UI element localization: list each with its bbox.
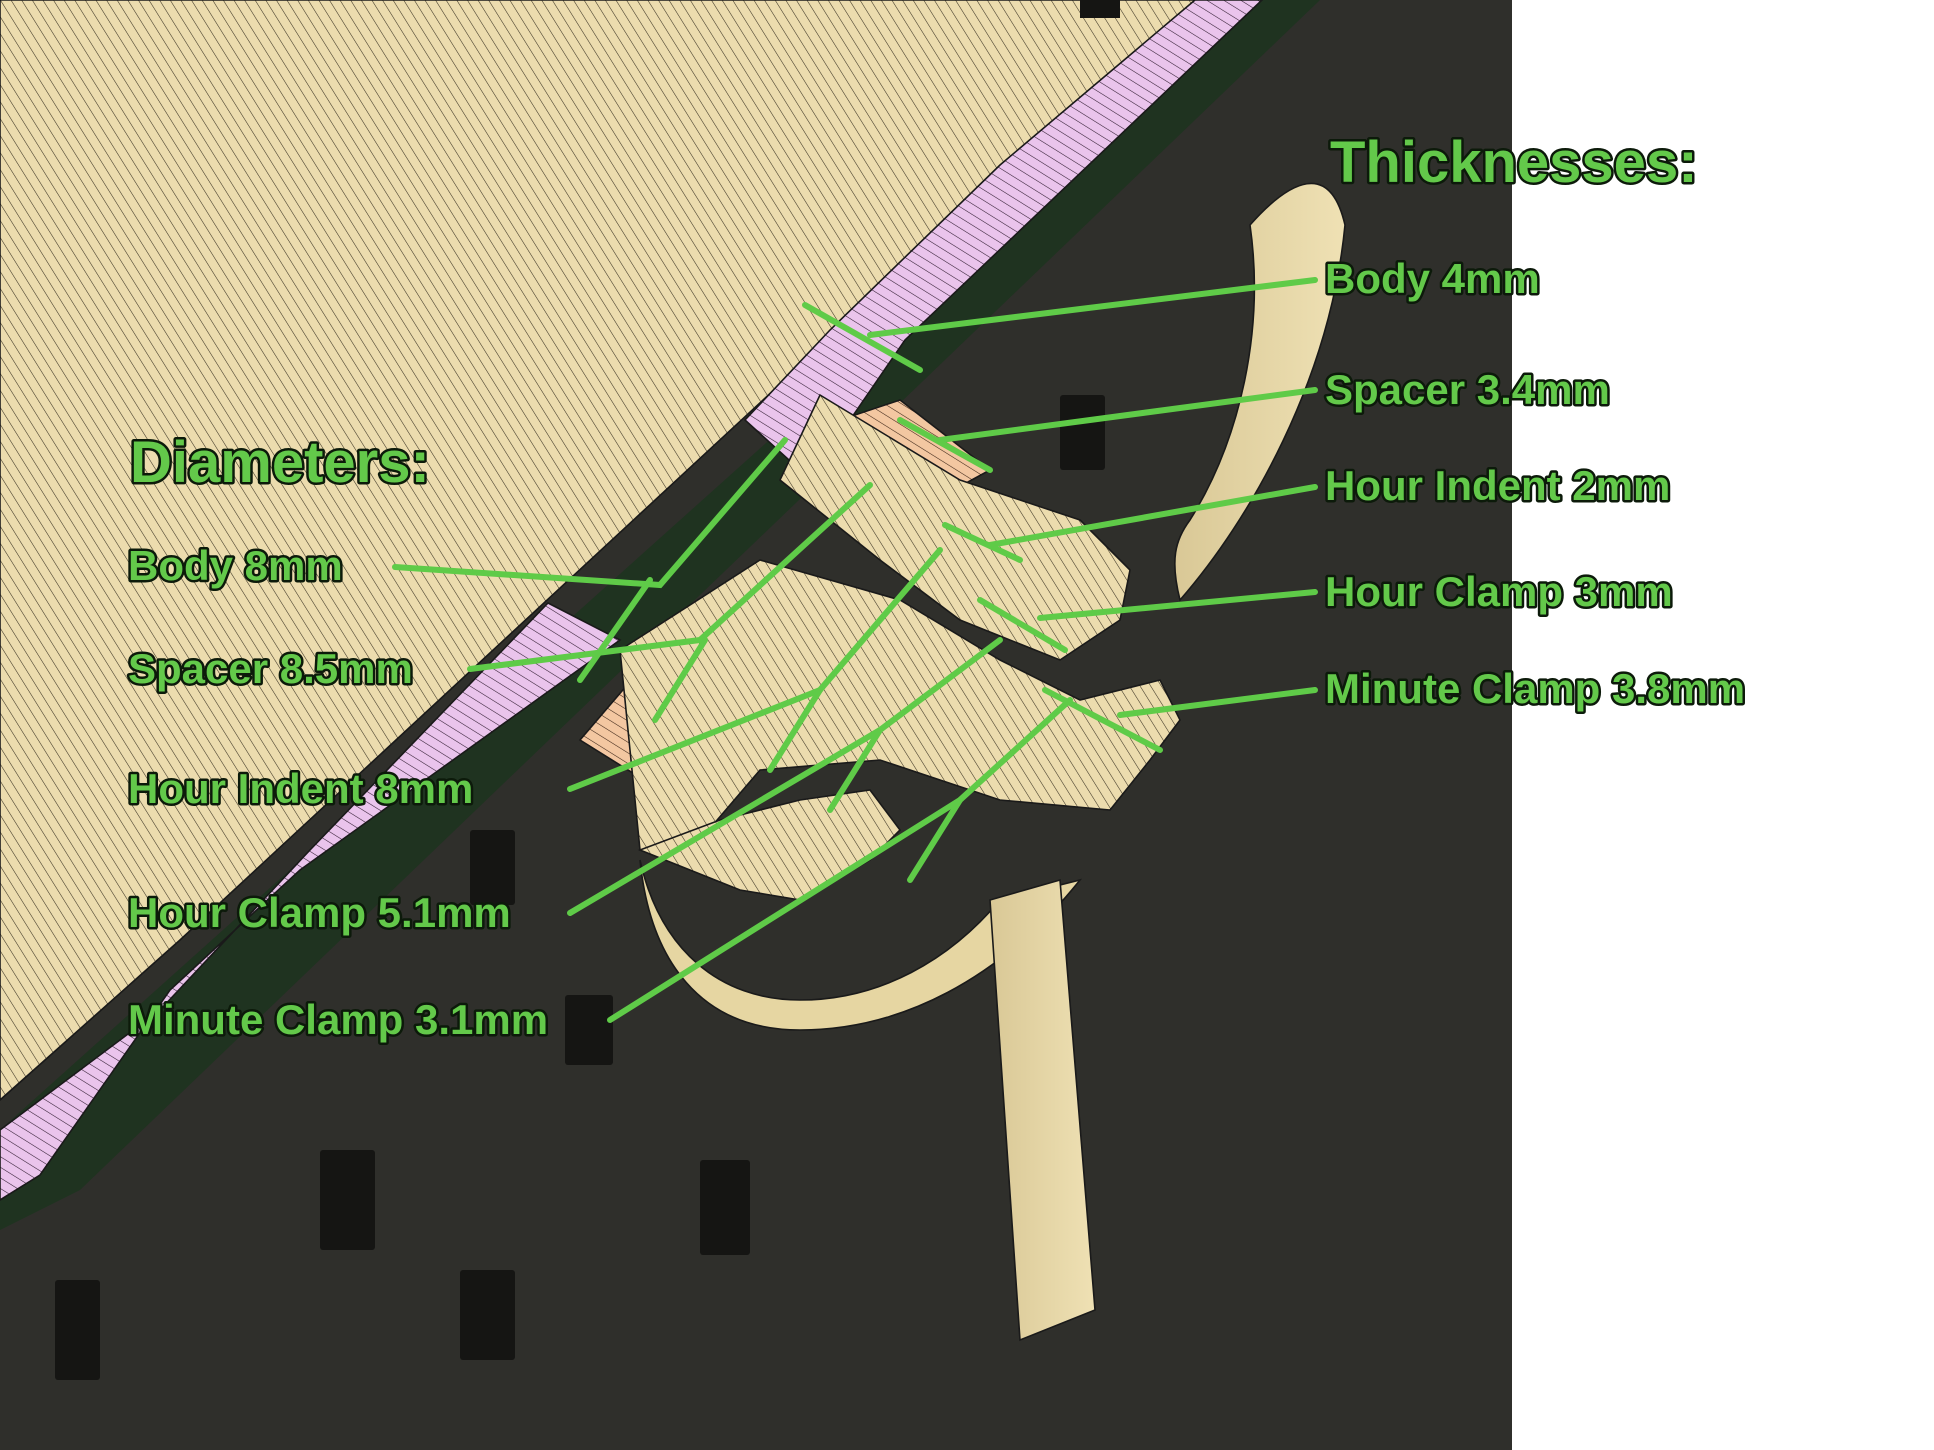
thickness-hour-indent-label: Hour Indent 2mm: [1325, 462, 1670, 509]
thickness-minute-clamp-label: Minute Clamp 3.8mm: [1325, 665, 1745, 712]
leader-spacer-thickness: [937, 387, 1318, 443]
thicknesses-heading: Thicknesses:: [1330, 130, 1698, 195]
dark-green-groove: [0, 0, 1320, 1230]
diameter-body-label: Body 8mm: [128, 542, 343, 589]
leader-body-thickness: [867, 277, 1318, 338]
hour-hand: [1174, 182, 1346, 602]
dial-ticks: [55, 0, 1120, 1380]
thicknesses-panel: Thicknesses: Body 4mm Spacer 3.4mm Hour …: [1323, 128, 1748, 715]
thickness-hour-clamp-label: Hour Clamp 3mm: [1325, 568, 1673, 615]
thickness-body-label: Body 4mm: [1325, 255, 1540, 302]
diameter-hour-clamp-label: Hour Clamp 5.1mm: [128, 889, 511, 936]
leader-body-diameter: [392, 437, 788, 589]
leader-hour-indent-thickness: [987, 484, 1318, 548]
diameter-leaders: [392, 437, 1073, 1023]
minute-hand: [989, 878, 1096, 1342]
diameter-minute-clamp-label: Minute Clamp 3.1mm: [128, 996, 548, 1043]
diameter-hour-indent-label: Hour Indent 8mm: [128, 765, 473, 812]
leader-minute-clamp-thickness: [1117, 687, 1318, 718]
diameters-heading: Diameters:: [130, 430, 430, 495]
leader-spacer-diameter: [467, 482, 873, 672]
pink-layer-lower: [0, 602, 622, 1201]
thickness-spacer-label: Spacer 3.4mm: [1325, 366, 1610, 413]
leader-hour-clamp-thickness: [1037, 589, 1318, 621]
diameter-spacer-label: Spacer 8.5mm: [128, 645, 413, 692]
thickness-leaders: [802, 277, 1318, 753]
diameters-panel: Diameters: Body 8mm Spacer 8.5mm Hour In…: [126, 428, 551, 1046]
hub-shell: [639, 859, 1083, 1031]
